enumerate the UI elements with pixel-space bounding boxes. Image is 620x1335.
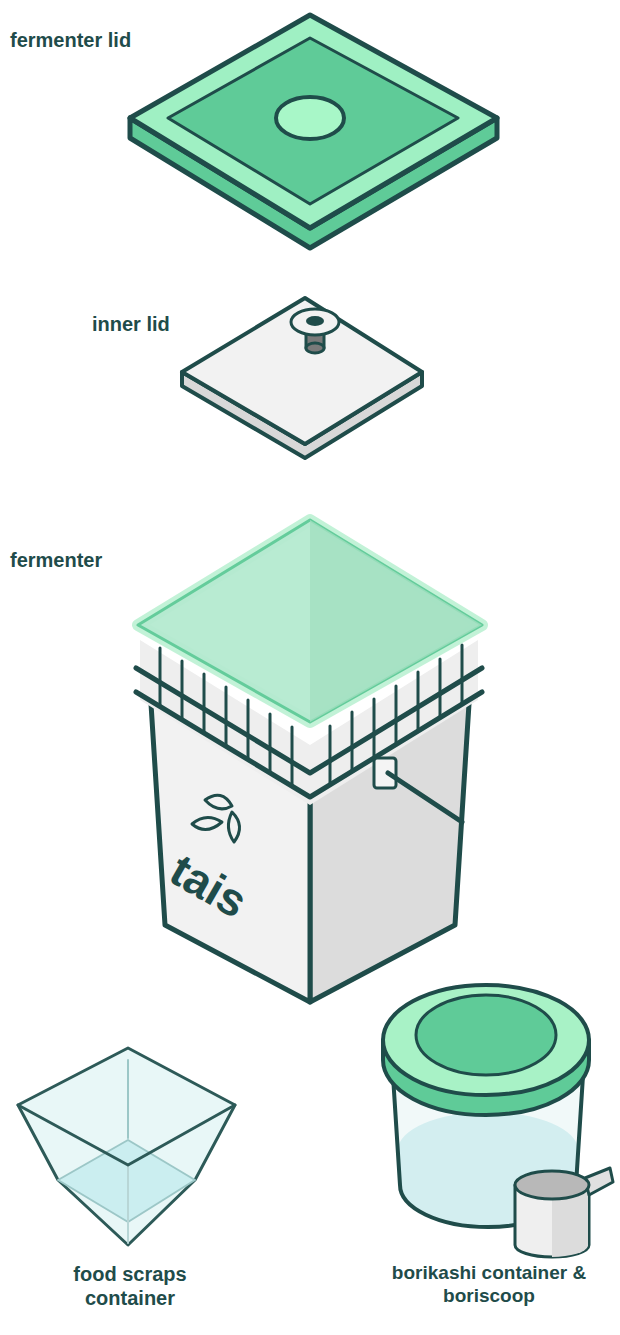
part-label: fermenter — [10, 548, 102, 572]
bowl-base — [58, 1140, 195, 1222]
scoop-opening — [515, 1171, 589, 1199]
brand-logo-text: tais — [163, 846, 255, 925]
food-scraps-container-drawing — [18, 1048, 235, 1245]
green-lid — [138, 520, 482, 722]
handle-mount — [374, 758, 396, 788]
knob-top — [291, 309, 339, 335]
part-label: borikashi container & boriscoop — [364, 1262, 614, 1308]
logo-petal — [228, 812, 239, 842]
lid-panel — [168, 38, 458, 204]
bowl-rim — [18, 1105, 235, 1165]
inner-lid-top — [182, 298, 422, 444]
inner-lid-drawing — [182, 298, 422, 458]
bucket-handle — [388, 773, 462, 822]
green-lid-shade — [310, 520, 482, 722]
logo-symbol — [192, 795, 240, 842]
bowl-back-edge — [127, 1060, 129, 1138]
jar-lid-top — [383, 985, 589, 1095]
part-label: food scraps container — [30, 1262, 230, 1310]
jar-lid-panel — [416, 995, 556, 1075]
borikashi-container-drawing — [383, 985, 613, 1257]
knob-stem-end — [306, 343, 324, 353]
fermenter-lid-drawing — [130, 15, 497, 248]
lid-top — [130, 15, 497, 228]
fermenter-drawing — [136, 520, 482, 1002]
bowl-body — [18, 1048, 235, 1245]
part-label: inner lid — [92, 312, 170, 336]
bowl-front-edge — [127, 1165, 129, 1243]
part-label: fermenter lid — [10, 28, 131, 52]
knob-hole — [306, 316, 324, 326]
logo-petal — [205, 795, 232, 809]
green-lid-halo — [138, 520, 482, 722]
logo-petal — [192, 817, 222, 829]
lid-knob — [276, 97, 344, 139]
